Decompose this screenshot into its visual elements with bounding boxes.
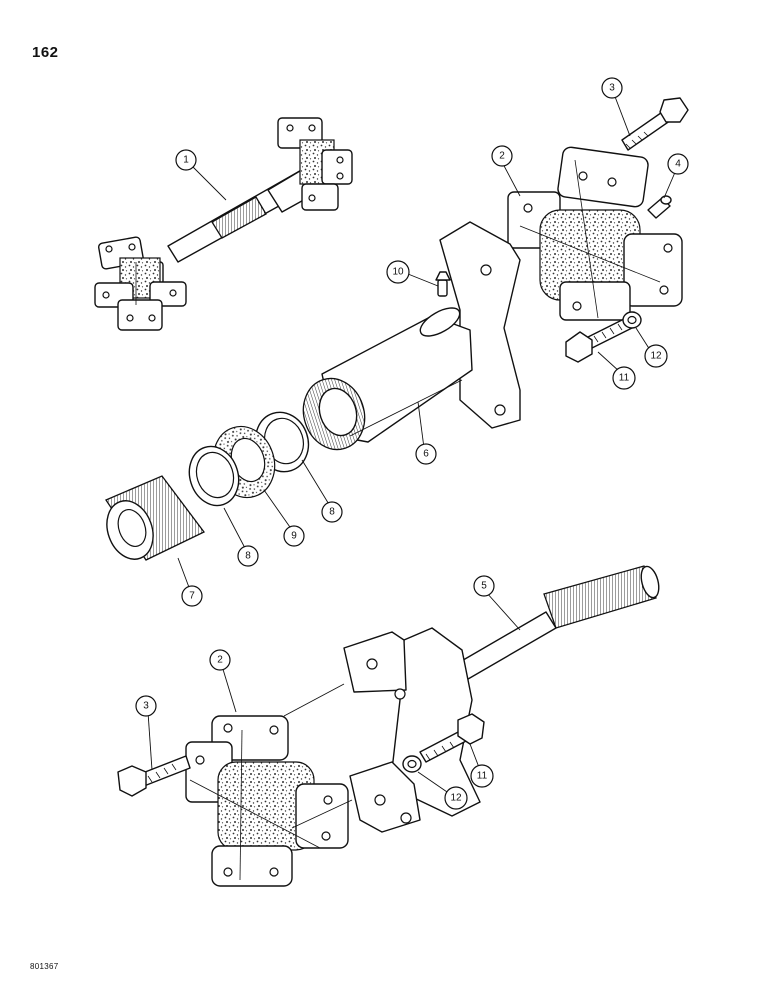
svg-text:8: 8 [329, 507, 335, 518]
yoke-sleeve [302, 221, 521, 451]
svg-text:11: 11 [477, 771, 488, 782]
callout-6: 6 [415, 443, 437, 465]
svg-text:2: 2 [217, 655, 223, 666]
callout-10: 10 [386, 260, 410, 284]
svg-text:6: 6 [423, 449, 429, 460]
svg-text:1: 1 [183, 155, 189, 166]
svg-text:11: 11 [619, 373, 630, 384]
callout-11-lower: 11 [470, 764, 494, 788]
svg-text:8: 8 [245, 551, 251, 562]
callout-3-lower: 3 [135, 695, 157, 717]
svg-text:12: 12 [450, 793, 462, 804]
callout-12-upper: 12 [644, 344, 668, 368]
svg-text:2: 2 [499, 151, 505, 162]
callout-11-upper: 11 [612, 366, 636, 390]
svg-text:7: 7 [189, 591, 195, 602]
callout-3-upper: 3 [601, 77, 623, 99]
callout-7: 7 [181, 585, 203, 607]
svg-text:4: 4 [675, 159, 681, 170]
drive-shaft-assembly [94, 117, 353, 331]
callout-12-lower: 12 [444, 786, 468, 810]
svg-text:3: 3 [143, 701, 149, 712]
callout-5: 5 [473, 575, 495, 597]
callout-4: 4 [667, 153, 689, 175]
svg-text:3: 3 [609, 83, 615, 94]
right-u-joint [277, 117, 353, 211]
sleeve-grease-fitting [435, 271, 451, 297]
lower-cross-and-bearing [185, 715, 349, 887]
upper-grease-fitting [647, 195, 672, 219]
callout-9: 9 [283, 525, 305, 547]
left-u-joint [94, 236, 187, 331]
upper-cross-and-bearing [507, 146, 683, 321]
lower-cap-bolt [117, 755, 191, 797]
dust-seal [212, 425, 276, 499]
callout-2-lower: 2 [209, 649, 231, 671]
callout-8-left: 8 [237, 545, 259, 567]
upper-cross-bolt [565, 311, 642, 363]
sleeve-splined-end [302, 377, 366, 451]
svg-text:12: 12 [650, 351, 662, 362]
seal-cap [105, 475, 205, 561]
callout-8-right: 8 [321, 501, 343, 523]
svg-text:5: 5 [481, 581, 487, 592]
page-number: 162 [32, 44, 59, 61]
splined-shaft-and-yoke [343, 565, 660, 833]
callout-2-upper: 2 [491, 145, 513, 167]
leader-lines [147, 93, 677, 829]
callout-1: 1 [175, 149, 197, 171]
figure-code: 801367 [30, 962, 59, 971]
svg-text:9: 9 [291, 531, 297, 542]
svg-text:10: 10 [392, 267, 404, 278]
lower-yoke-bolt [419, 713, 485, 763]
upper-cap-bolt [621, 97, 689, 151]
